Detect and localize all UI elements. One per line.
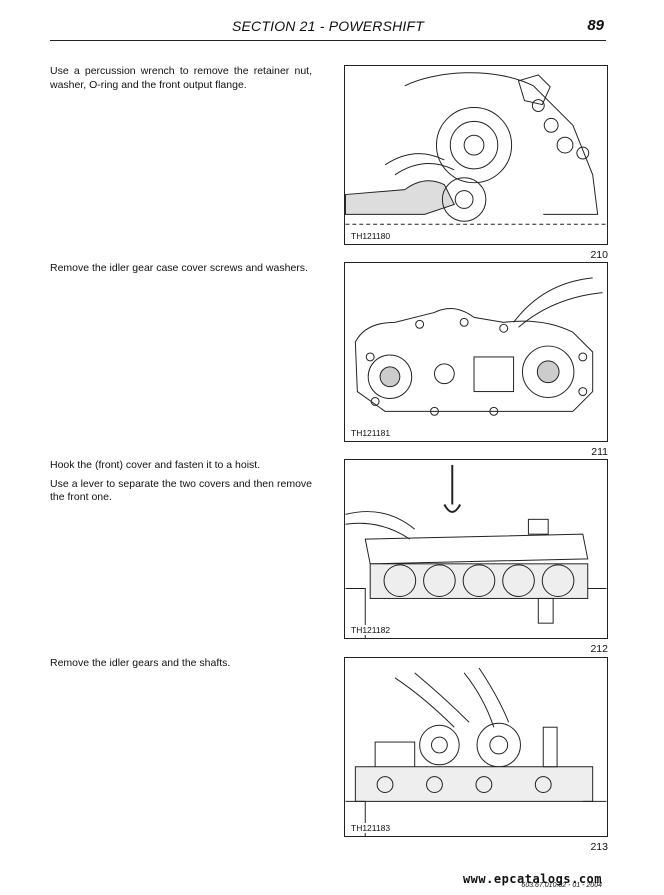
figure-211-illustration (354, 277, 603, 416)
step-3-paragraph-2: Use a lever to separate the two covers a… (50, 477, 312, 504)
figure-210: TH121180 (344, 65, 608, 245)
figure-213: TH121183 (344, 657, 608, 837)
figure-210-illustration (345, 72, 607, 225)
figure-211-number: 211 (591, 446, 608, 458)
figure-212-illustration (345, 464, 607, 638)
step-4-paragraph: Remove the idler gears and the shafts. (50, 657, 231, 669)
figure-210-number: 210 (590, 249, 608, 261)
step-2-paragraph: Remove the idler gear case cover screws … (50, 262, 308, 274)
figure-212: TH121182 (344, 459, 608, 639)
figure-210-code: TH121180 (349, 231, 393, 241)
figure-213-number: 213 (590, 841, 608, 853)
footer-site: www.epcatalogs.com (462, 872, 602, 886)
figure-212-number: 212 (590, 643, 608, 655)
figure-213-code: TH121183 (349, 823, 393, 833)
step-1-paragraph: Use a percussion wrench to remove the re… (50, 65, 312, 91)
page-number: 89 (587, 17, 604, 34)
step-3-text: Hook the (front) cover and fasten it to … (50, 459, 312, 510)
footer-doc-code: 603.67.010.02 - 01 - 2004 (521, 882, 602, 889)
section-title: SECTION 21 - POWERSHIFT (231, 18, 425, 34)
step-3-paragraph-1: Hook the (front) cover and fasten it to … (50, 459, 261, 471)
step-2-text: Remove the idler gear case cover screws … (50, 262, 312, 281)
step-1-text: Use a percussion wrench to remove the re… (50, 65, 312, 97)
figure-211: TH121181 (344, 262, 608, 442)
step-4-text: Remove the idler gears and the shafts. (50, 657, 312, 676)
figure-213-illustration (345, 667, 607, 836)
figure-211-code: TH121181 (349, 428, 393, 438)
figure-212-code: TH121182 (349, 625, 393, 635)
page-header: SECTION 21 - POWERSHIFT 89 (50, 12, 606, 41)
